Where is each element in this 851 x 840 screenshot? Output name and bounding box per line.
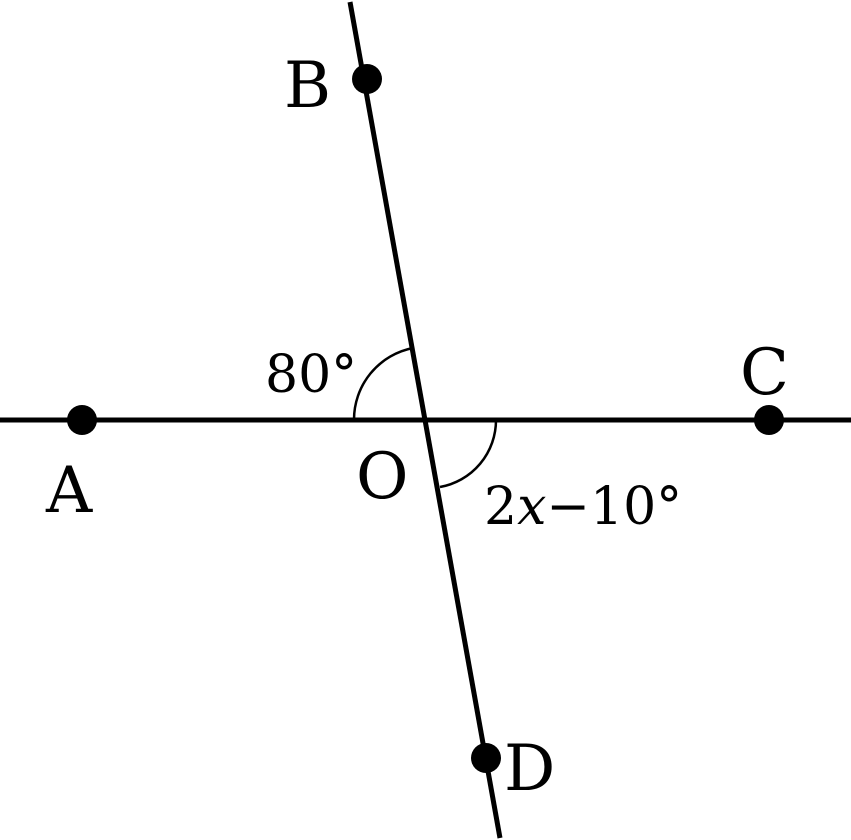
angle-label-BOA: 80° (265, 345, 357, 405)
angle-COD-var: x (517, 477, 546, 537)
angle-COD-rest: −10° (546, 477, 682, 537)
angle-arc-COD (439, 419, 498, 489)
angle-COD-coef: 2 (484, 477, 517, 537)
angle-arc-BOA (352, 346, 414, 421)
label-C: C (740, 336, 789, 410)
point-C (754, 405, 784, 435)
label-D: D (504, 732, 555, 806)
label-A: A (45, 454, 93, 528)
angle-label-COD: 2x−10° (484, 477, 682, 537)
line-BD (347, 1, 503, 839)
point-A (67, 405, 97, 435)
point-D (471, 743, 501, 773)
label-O: O (356, 440, 408, 514)
label-B: B (284, 49, 331, 123)
point-B (352, 64, 382, 94)
